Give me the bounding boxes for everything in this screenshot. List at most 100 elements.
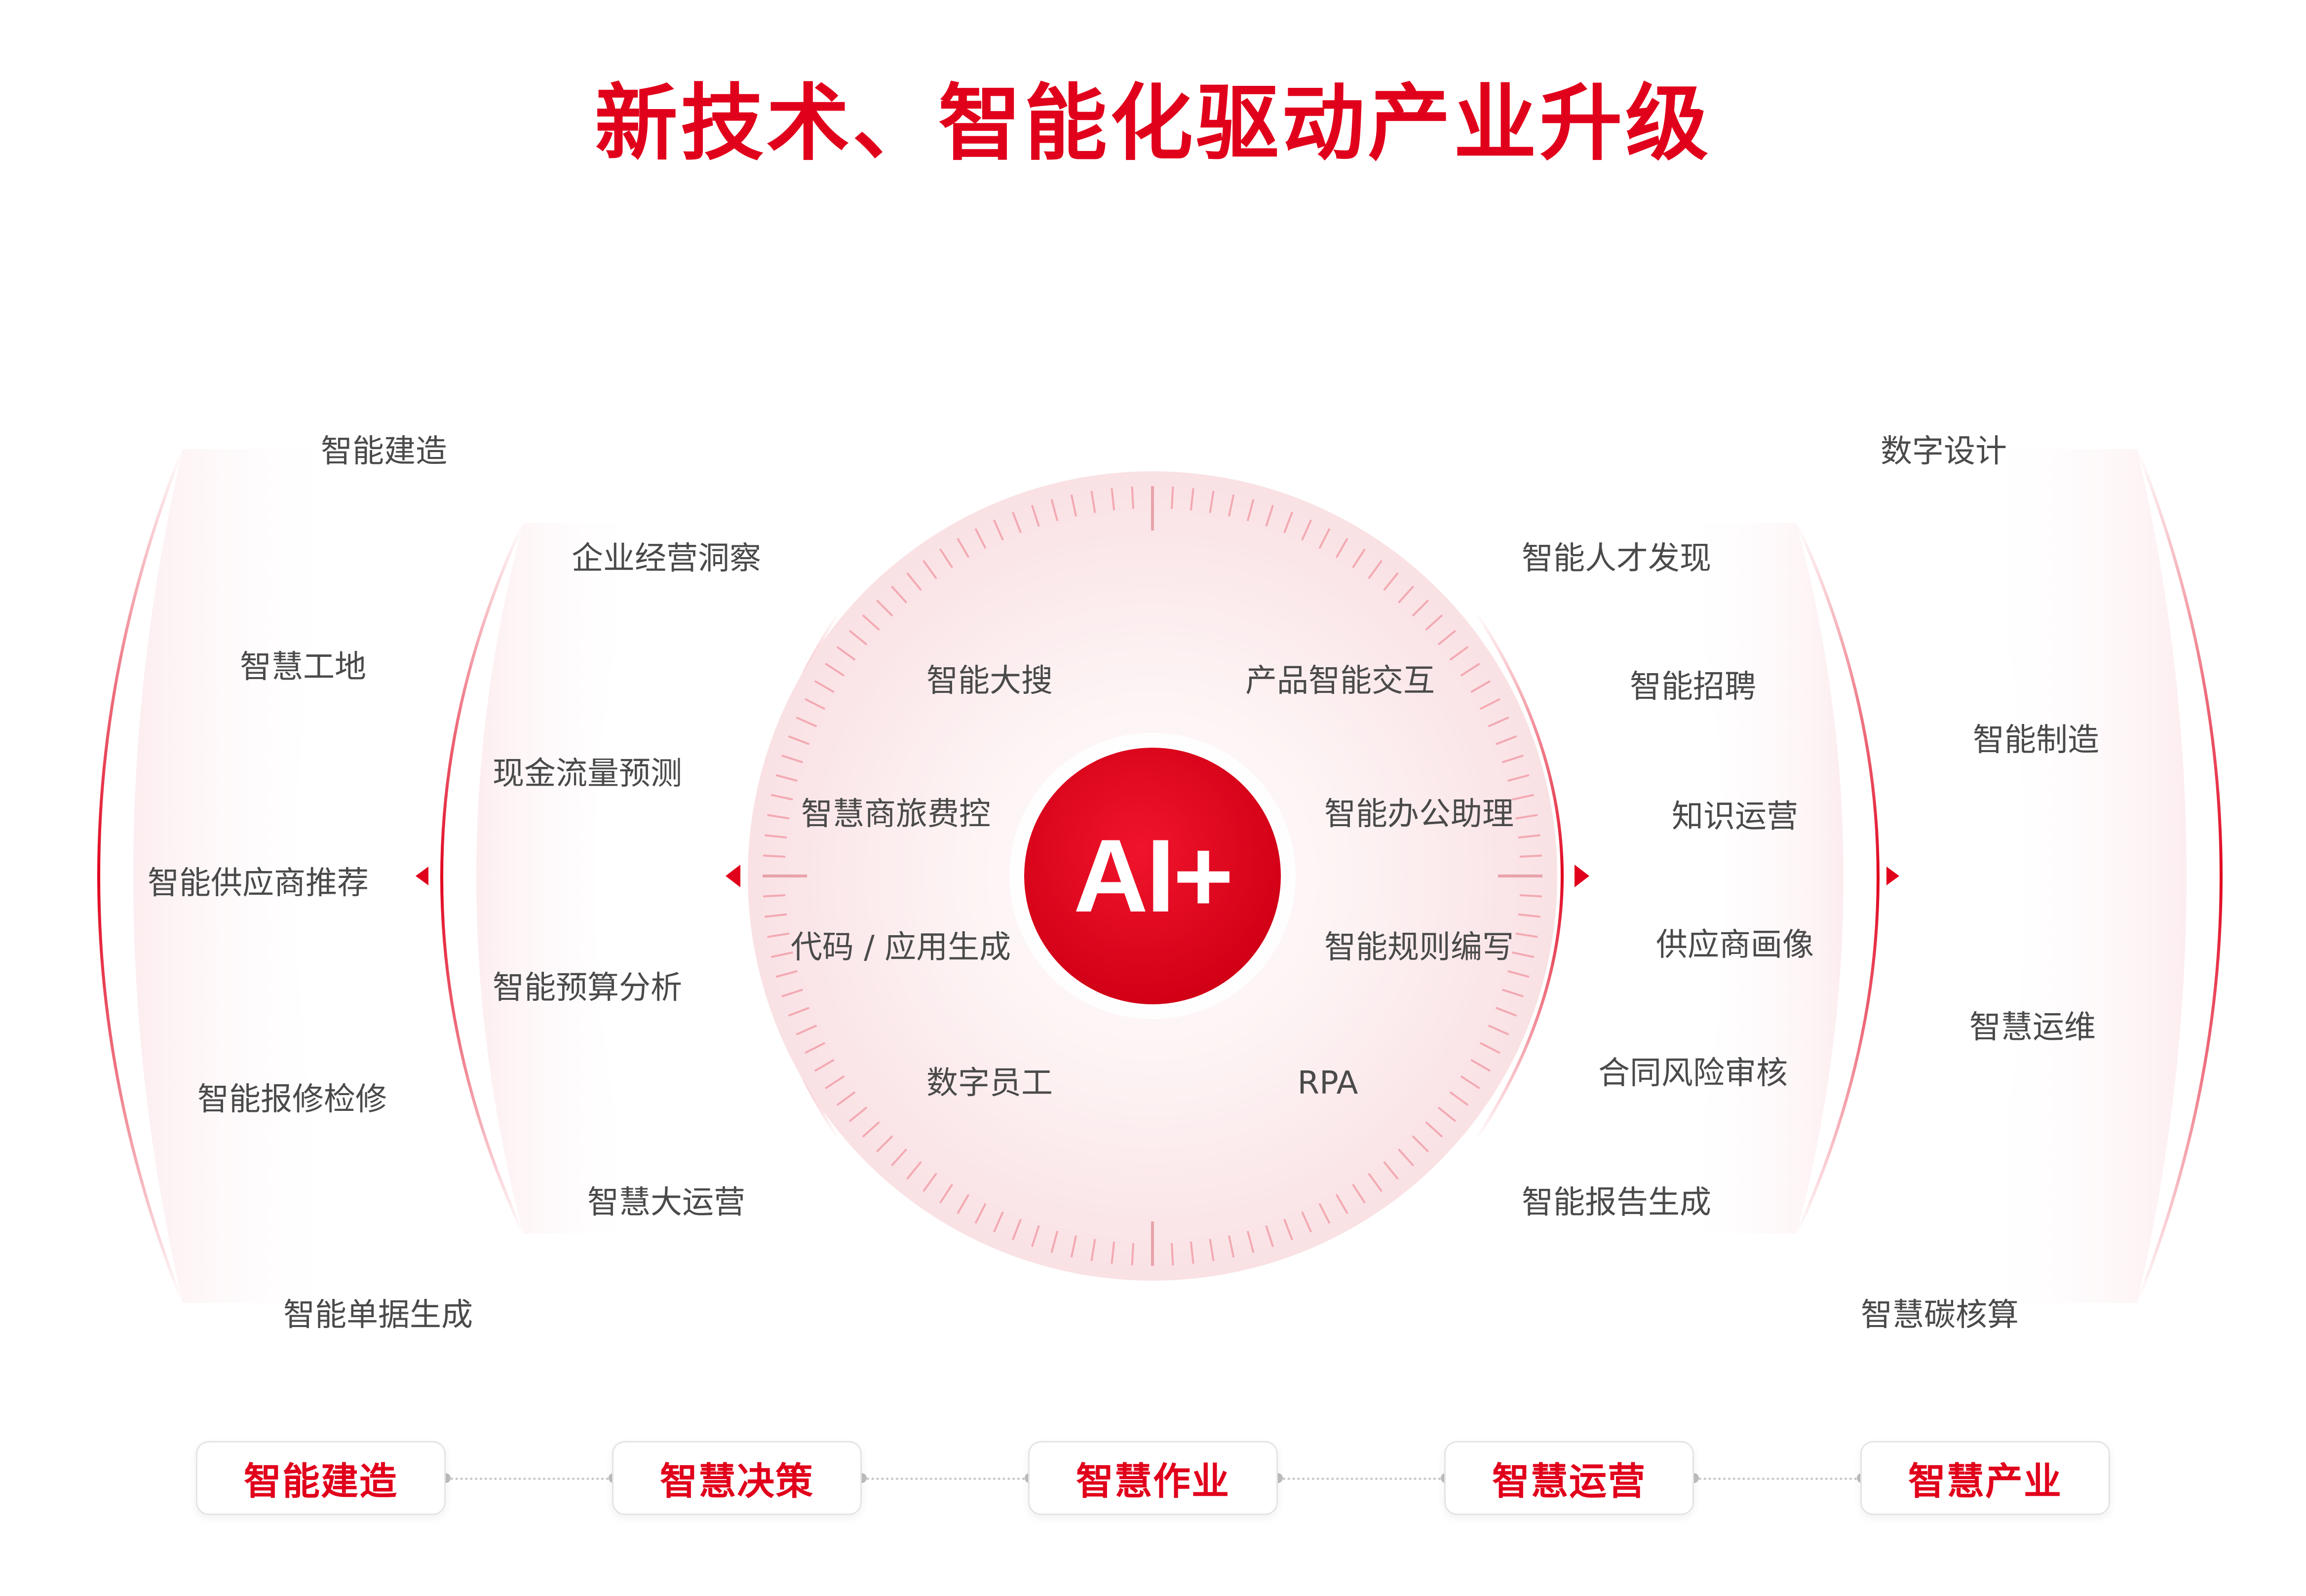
- outer-right-label-3: 智慧碳核算: [1861, 1297, 2019, 1333]
- ring-tick: [1131, 1243, 1135, 1266]
- ring-tick: [1495, 1007, 1517, 1017]
- ai-center-label: AI+: [1073, 818, 1234, 934]
- ring-tick: [1507, 970, 1530, 978]
- arc-outer-right: [2136, 448, 2223, 1304]
- ring-tick: [1352, 548, 1366, 569]
- ring-tick: [770, 794, 793, 801]
- ring-tick: [862, 1121, 880, 1138]
- ring-tick: [1335, 537, 1348, 558]
- inner-right-label-3: RPA: [1297, 1065, 1358, 1102]
- ring-tick: [763, 894, 786, 898]
- ring-tick: [939, 548, 953, 569]
- ring-tick: [1031, 505, 1040, 527]
- stage-pill-4[interactable]: 智慧产业: [1860, 1441, 2110, 1515]
- stage-pill-0[interactable]: 智能建造: [196, 1441, 446, 1515]
- ring-tick: [805, 698, 826, 710]
- ring-tick: [876, 1135, 893, 1153]
- ring-tick: [993, 1211, 1004, 1233]
- ring-tick: [1111, 1241, 1115, 1264]
- ring-tick: [1070, 1235, 1077, 1258]
- ring-tick: [765, 834, 787, 839]
- ring-tick: [1228, 1235, 1235, 1258]
- middle-right-label-3: 供应商画像: [1656, 927, 1814, 963]
- ring-tick: [1265, 505, 1274, 527]
- ring-tick: [1131, 486, 1135, 509]
- connector-1: [862, 1478, 1030, 1480]
- ring-tick: [1209, 1239, 1215, 1261]
- outer-right-label-0: 数字设计: [1881, 433, 2007, 470]
- inner-left-label-2: 代码 / 应用生成: [790, 929, 1011, 966]
- ring-tick: [1301, 519, 1312, 541]
- ring-tick: [1460, 1075, 1480, 1089]
- ring-tick: [1368, 560, 1383, 579]
- ring-tick: [1518, 913, 1540, 918]
- ring-tick: [788, 1007, 810, 1017]
- ring-tick: [1209, 491, 1215, 513]
- ring-tick: [1383, 1161, 1399, 1180]
- ring-tick: [775, 970, 798, 978]
- ring-tick: [1090, 491, 1096, 513]
- ring-tick: [939, 1183, 953, 1204]
- ring-tick: [836, 646, 856, 661]
- page-title: 新技术、智能化驱动产业升级: [595, 75, 1711, 172]
- ring-tick: [1335, 1194, 1348, 1215]
- ring-tick: [848, 1106, 868, 1122]
- glow-middle-right: [1678, 523, 1844, 1234]
- ring-tick: [788, 735, 810, 745]
- inner-left-label-0: 智能大搜: [926, 663, 1053, 699]
- ring-tick: [1318, 1203, 1331, 1224]
- ring-tick: [1283, 511, 1293, 533]
- middle-right-label-1: 智能招聘: [1630, 669, 1756, 705]
- arc-middle-left: [440, 522, 525, 1235]
- connector-0: [446, 1478, 614, 1480]
- stage-pill-2[interactable]: 智慧作业: [1028, 1441, 1278, 1515]
- ring-tick: [1488, 716, 1509, 727]
- glow-outer-right: [1974, 449, 2187, 1303]
- ring-tick: [876, 599, 893, 617]
- ring-ticks: [763, 486, 1542, 1266]
- connector-3: [1694, 1478, 1862, 1480]
- ring-tick: [922, 1173, 937, 1192]
- ring-tick: [1460, 663, 1480, 677]
- ring-tick: [1265, 1225, 1274, 1247]
- middle-right-label-5: 智能报告生成: [1522, 1184, 1711, 1221]
- ring-tick: [890, 585, 907, 604]
- ring-tick: [1301, 1211, 1312, 1233]
- outer-left-label-2: 智能供应商推荐: [148, 865, 369, 902]
- ring-tick: [974, 528, 987, 549]
- ring-tick: [1449, 1091, 1469, 1106]
- ring-tick: [1050, 499, 1059, 521]
- ring-tick: [974, 1203, 987, 1224]
- ring-tick: [1246, 499, 1255, 521]
- middle-left-label-3: 智慧大运营: [587, 1184, 745, 1221]
- ring-tick: [770, 951, 793, 958]
- ring-tick: [805, 1042, 826, 1054]
- ring-tick: [1515, 932, 1538, 938]
- ring-tick: [767, 814, 790, 820]
- arc-middle-right: [1795, 522, 1880, 1235]
- ring-tick: [1515, 814, 1538, 820]
- ring-tick: [767, 932, 790, 938]
- ring-tick: [1368, 1173, 1383, 1192]
- ring-tick: [1012, 511, 1022, 533]
- middle-right-label-2: 知识运营: [1672, 798, 1798, 835]
- inner-left-label-1: 智慧商旅费控: [801, 796, 991, 833]
- outer-left-label-4: 智能单据生成: [283, 1297, 473, 1333]
- ring-tick: [1425, 614, 1443, 631]
- ring-tick: [781, 754, 804, 763]
- stage-pill-1[interactable]: 智慧决策: [612, 1441, 862, 1515]
- ring-tick: [957, 537, 970, 558]
- stage-pill-3[interactable]: 智慧运营: [1444, 1441, 1694, 1515]
- ring-tick: [1070, 494, 1077, 517]
- inner-right-label-2: 智能规则编写: [1324, 929, 1514, 966]
- middle-left-label-0: 企业经营洞察: [572, 540, 761, 577]
- ring-tick: [1518, 834, 1540, 839]
- ring-tick: [1437, 1106, 1457, 1122]
- ring-tick: [765, 913, 787, 918]
- ring-tick: [1519, 854, 1542, 858]
- arc-outer-left: [97, 448, 184, 1304]
- middle-left-label-2: 智能预算分析: [493, 970, 682, 1006]
- arrow-middle-right: [1575, 865, 1589, 887]
- ring-tick: [825, 663, 845, 677]
- ring-tick: [890, 1148, 907, 1167]
